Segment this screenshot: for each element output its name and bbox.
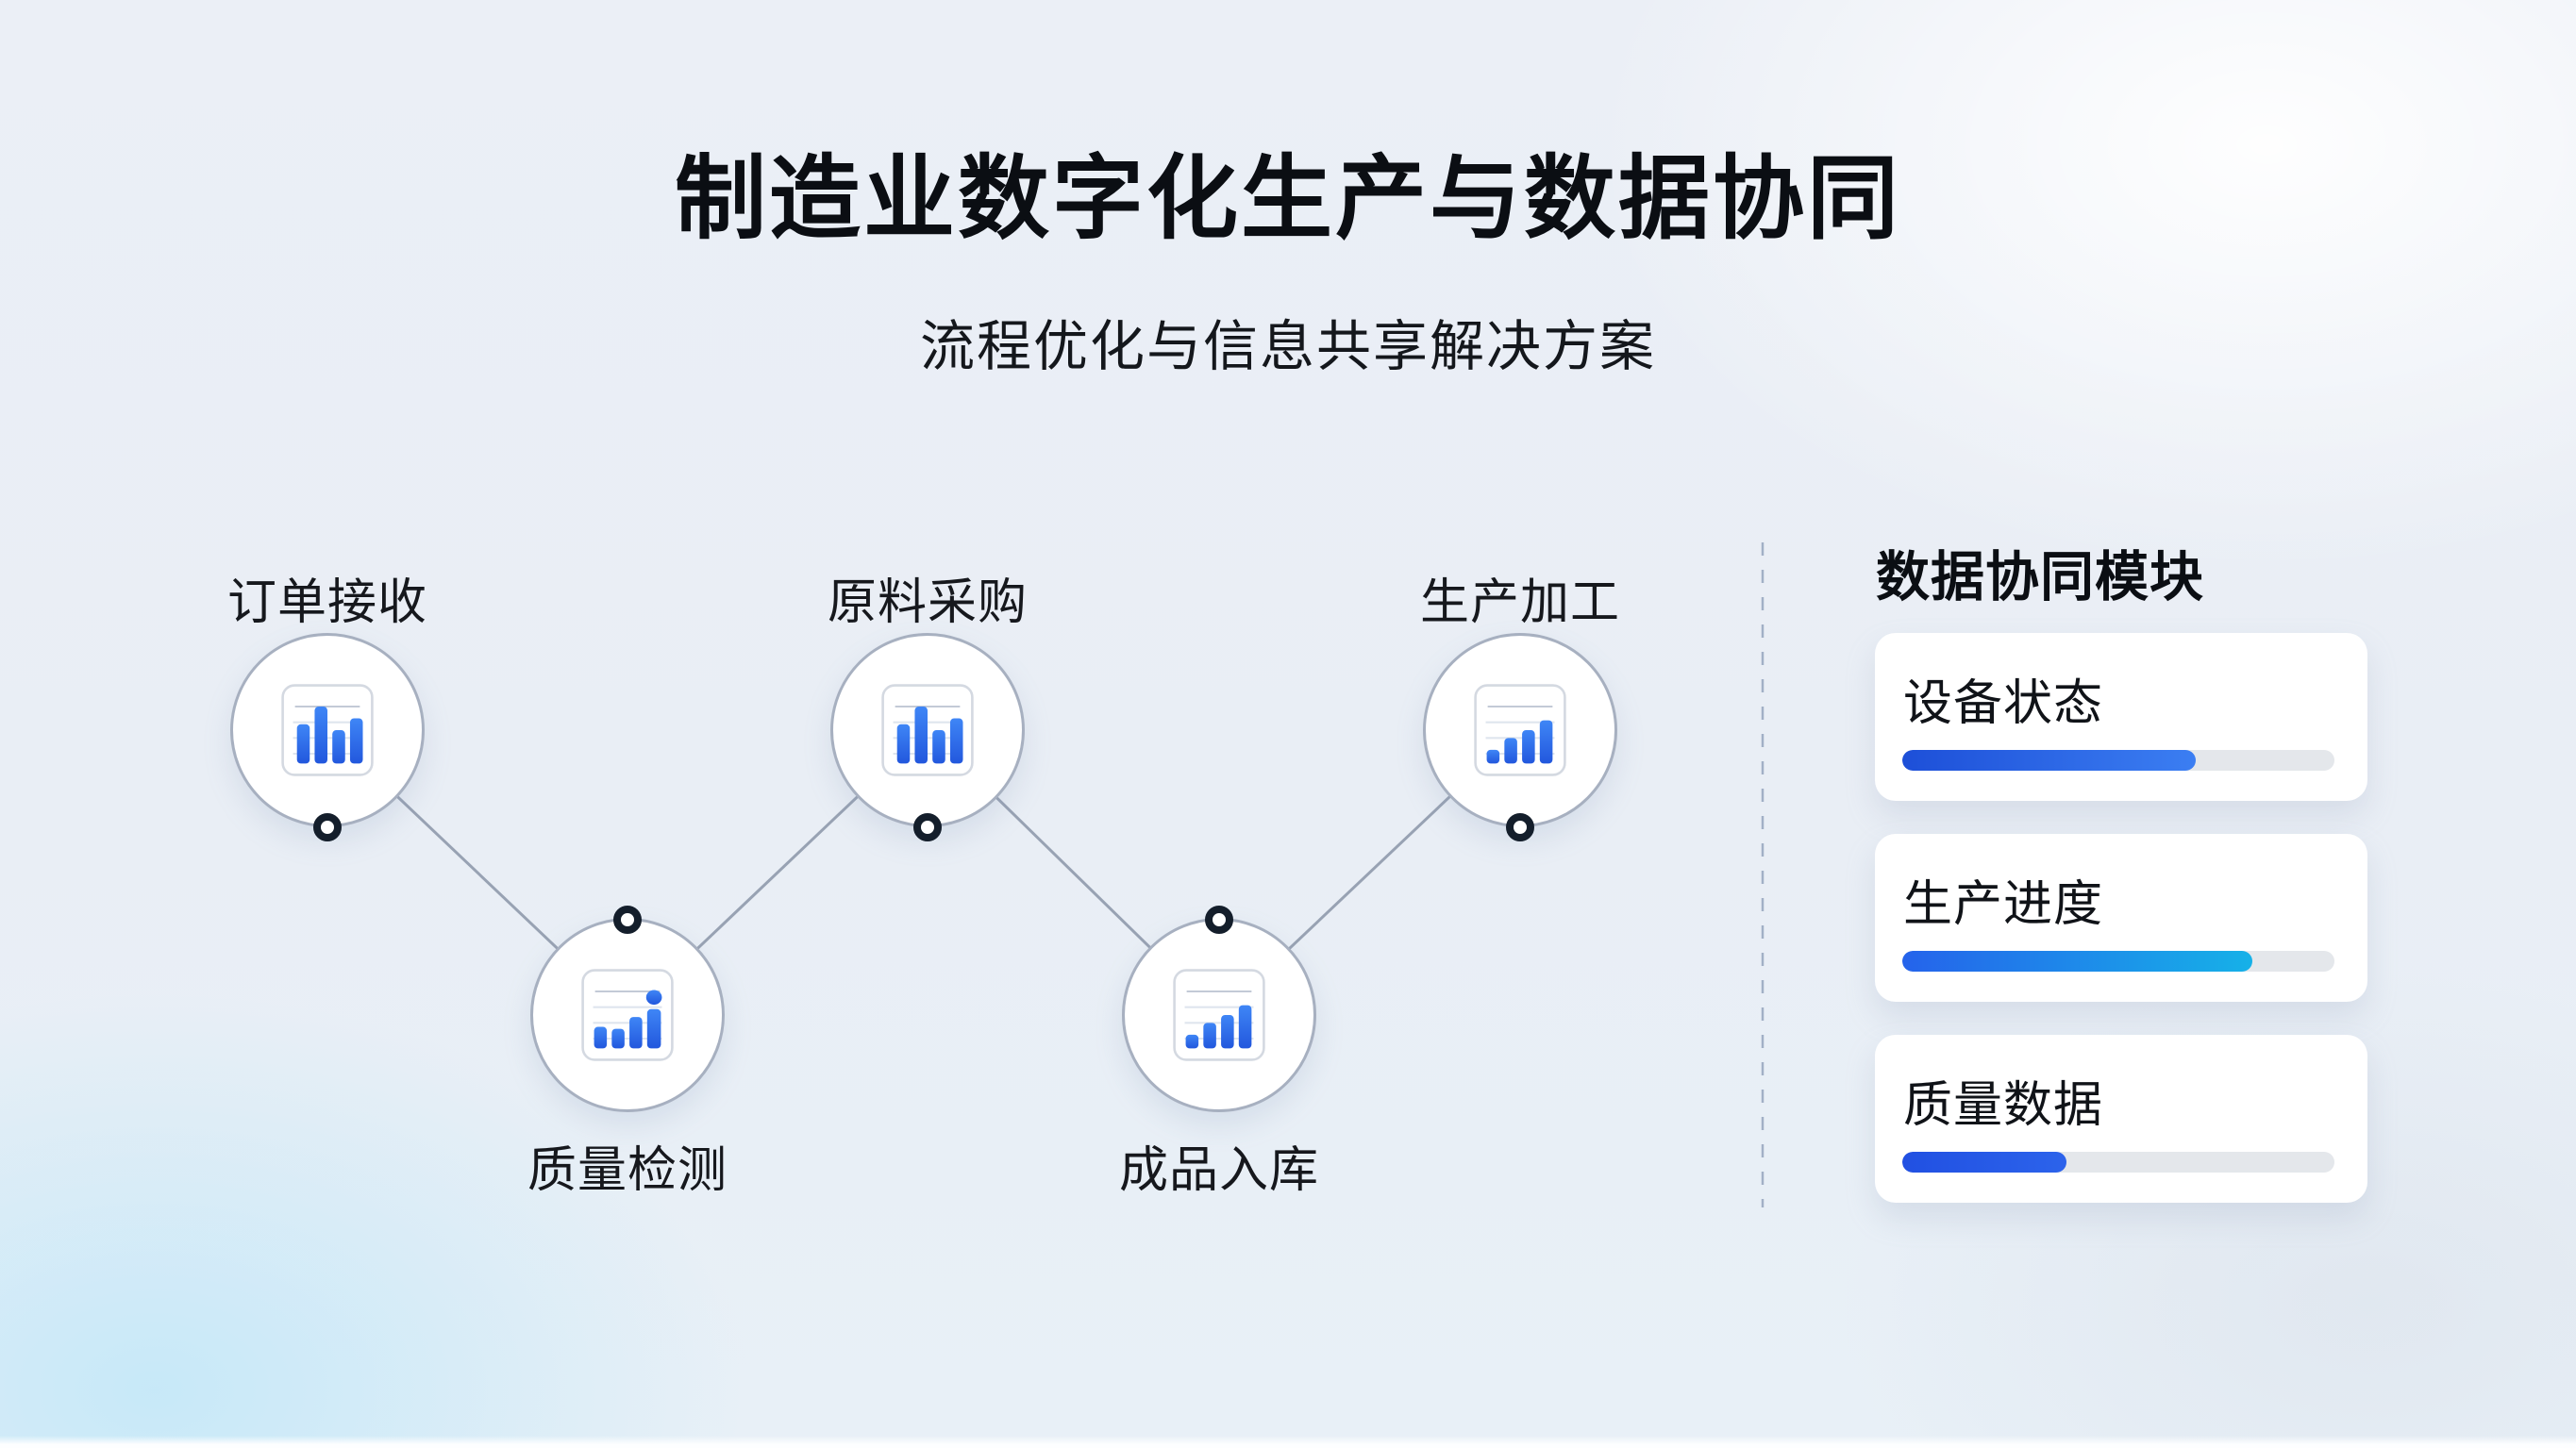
connector-dot	[913, 813, 942, 841]
progress-fill	[1902, 1152, 2067, 1173]
flow-node-label: 质量检测	[527, 1143, 728, 1198]
connector-dot	[1205, 906, 1233, 934]
flow-node-circle	[230, 633, 425, 827]
connector-dot	[313, 813, 342, 841]
bar-chart-icon	[281, 684, 374, 776]
panel-title: 数据协同模块	[1876, 547, 2204, 607]
progress-fill	[1902, 951, 2252, 972]
flow-node-label: 生产加工	[1419, 575, 1620, 630]
bar-chart-icon	[881, 684, 974, 776]
module-card-equipment-status: 设备状态	[1875, 633, 2367, 801]
module-card-quality-data: 质量数据	[1875, 1035, 2367, 1203]
bottom-edge-highlight	[0, 1436, 2576, 1448]
progress-track	[1902, 750, 2334, 771]
rising-bar-chart-icon	[1173, 969, 1265, 1061]
rising-bar-chart-icon	[1474, 684, 1566, 776]
progress-fill	[1902, 750, 2197, 771]
progress-track	[1902, 951, 2334, 972]
rising-bar-chart-dot-icon	[581, 969, 674, 1061]
connector-dot	[613, 906, 642, 934]
flow-node-label: 订单接收	[226, 575, 427, 630]
page-subtitle: 流程优化与信息共享解决方案	[919, 316, 1656, 377]
progress-track	[1902, 1152, 2334, 1173]
flow-node-circle	[1122, 918, 1316, 1112]
module-label: 设备状态	[1903, 676, 2104, 731]
module-label: 质量数据	[1903, 1078, 2104, 1133]
flow-node-circle	[1423, 633, 1617, 827]
flow-node-label: 原料采购	[827, 575, 1028, 630]
flow-node-label: 成品入库	[1118, 1143, 1319, 1198]
module-card-production-progress: 生产进度	[1875, 834, 2367, 1002]
page-title: 制造业数字化生产与数据协同	[675, 147, 1901, 250]
module-label: 生产进度	[1903, 877, 2104, 932]
connector-dot	[1506, 813, 1534, 841]
flow-node-circle	[530, 918, 725, 1112]
flow-node-circle	[830, 633, 1025, 827]
